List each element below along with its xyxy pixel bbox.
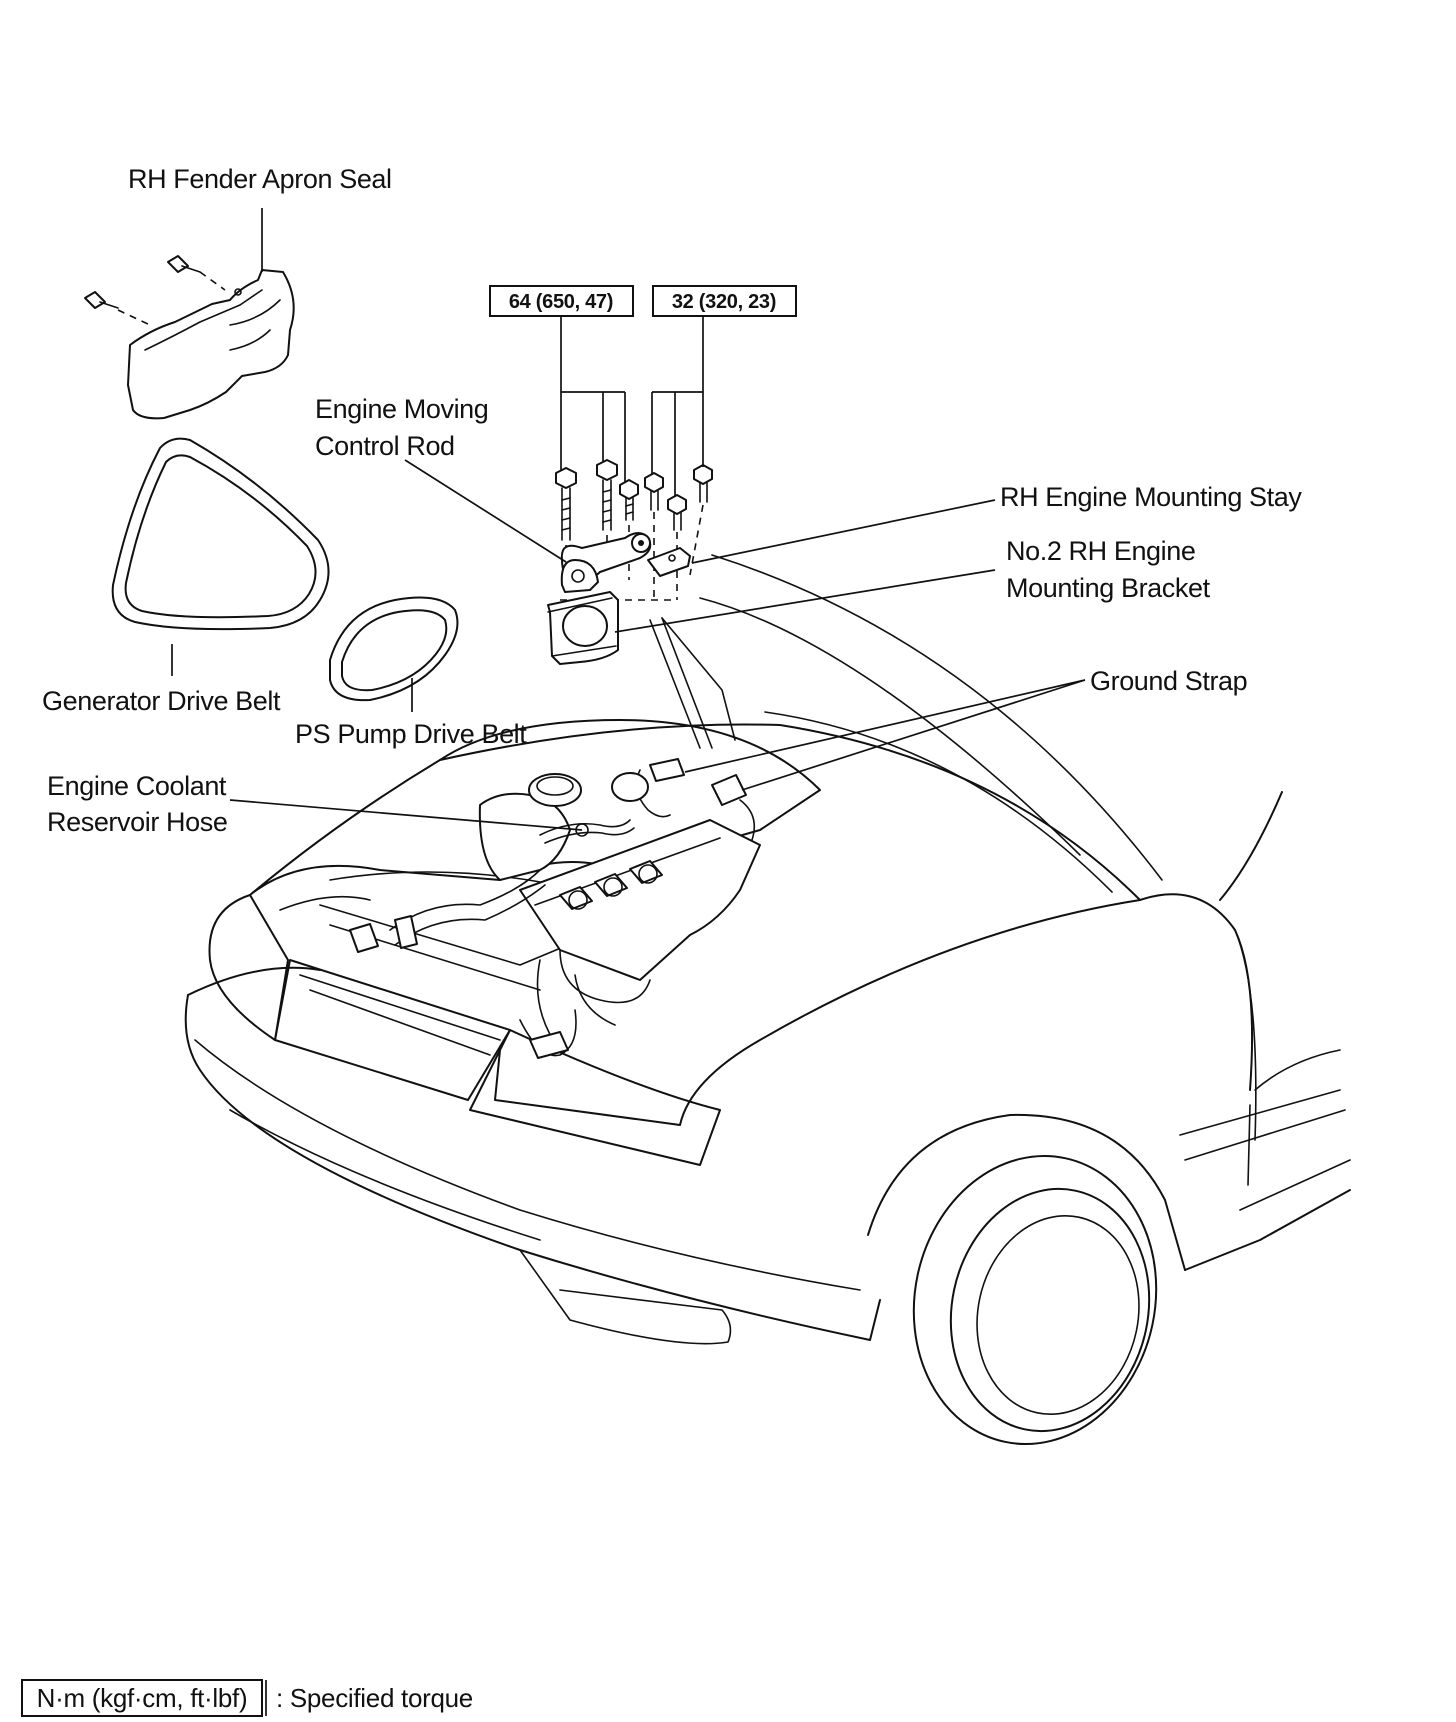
label-bracket-line1: No.2 RH Engine bbox=[1006, 536, 1196, 566]
apron-seal-bolts bbox=[84, 255, 226, 326]
part-labels: RH Fender Apron Seal Engine Moving Contr… bbox=[42, 164, 1303, 837]
label-leaders bbox=[171, 208, 1086, 831]
label-coolant-line2: Reservoir Hose bbox=[47, 807, 227, 837]
label-generator-belt: Generator Drive Belt bbox=[42, 686, 281, 716]
engine-moving-control-rod-part bbox=[560, 532, 652, 593]
engine-mounting-stay-part bbox=[647, 547, 691, 577]
torque-callouts: 64 (650, 47) 32 (320, 23) bbox=[489, 285, 797, 497]
ps-pump-drive-belt-part bbox=[329, 596, 459, 702]
car-body-illustration bbox=[184, 554, 1351, 1446]
legend-description: : Specified torque bbox=[276, 1683, 473, 1713]
ignition-coils bbox=[559, 860, 663, 910]
label-coolant-line1: Engine Coolant bbox=[47, 771, 227, 801]
legend-unit-box bbox=[21, 1679, 263, 1717]
coolant-reservoir bbox=[478, 773, 582, 881]
label-ground-strap: Ground Strap bbox=[1090, 666, 1247, 696]
label-ps-belt: PS Pump Drive Belt bbox=[295, 719, 527, 749]
ground-strap-connectors bbox=[611, 758, 756, 841]
torque-legend: N·m (kgf·cm, ft·lbf) : Specified torque bbox=[21, 1679, 473, 1717]
label-bracket-line2: Mounting Bracket bbox=[1006, 573, 1211, 603]
torque-box-long-bolts bbox=[489, 285, 634, 317]
torque-box-short-bolts bbox=[652, 285, 797, 317]
label-moving-rod-line1: Engine Moving bbox=[315, 394, 488, 424]
label-mounting-stay: RH Engine Mounting Stay bbox=[1000, 482, 1302, 512]
torque-long-bolts-text: 64 (650, 47) bbox=[509, 291, 613, 313]
legend-unit-text: N·m (kgf·cm, ft·lbf) bbox=[37, 1683, 248, 1713]
mounting-bolts bbox=[555, 459, 713, 541]
engine-illustration bbox=[349, 758, 761, 1059]
mounting-bracket-part bbox=[547, 591, 619, 665]
label-moving-rod-line2: Control Rod bbox=[315, 431, 455, 461]
fender-apron-seal-part bbox=[84, 255, 295, 420]
label-fender-apron-seal: RH Fender Apron Seal bbox=[128, 164, 392, 194]
generator-drive-belt-part bbox=[111, 437, 330, 631]
torque-short-bolts-text: 32 (320, 23) bbox=[672, 291, 776, 313]
